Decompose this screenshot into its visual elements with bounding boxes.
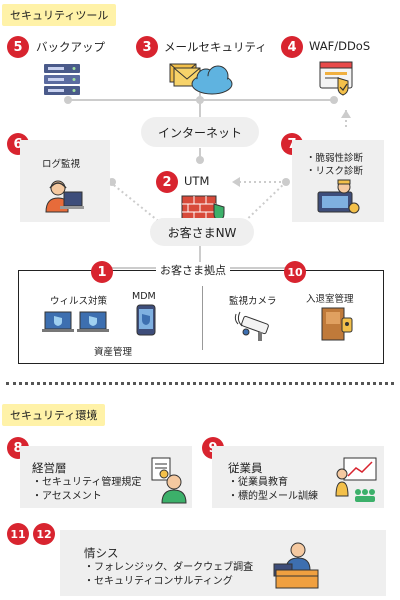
diagnosis-item-0: ・脆弱性診断 <box>306 153 364 164</box>
badge-10: 10 <box>284 261 306 283</box>
employee-title: 従業員 <box>228 461 263 475</box>
section-separator <box>6 382 394 385</box>
badge-5: 5 <box>7 36 29 58</box>
utm-label: UTM <box>184 174 210 188</box>
it-panel <box>60 530 386 596</box>
badge-2: 2 <box>156 171 178 193</box>
browser-shield-icon <box>319 61 353 96</box>
internet-node: インターネット <box>141 117 259 147</box>
section-tag-tools: セキュリティツール <box>2 4 117 26</box>
door-access-icon <box>321 307 353 341</box>
customer-site-title: お客さま拠点 <box>156 262 230 278</box>
firewall-icon <box>181 195 225 222</box>
executive-icon <box>151 457 187 504</box>
mdm-label: MDM <box>132 291 156 302</box>
employee-item-0: ・従業員教育 <box>228 477 288 488</box>
laptops-icon <box>42 311 109 332</box>
badge-11: 11 <box>7 523 29 545</box>
asset-label: 資産管理 <box>94 347 133 358</box>
section-tag-env: セキュリティ環境 <box>2 404 106 426</box>
training-icon <box>335 457 377 502</box>
management-item-0: ・セキュリティ管理規定 <box>32 477 142 488</box>
access-label: 入退室管理 <box>306 294 354 305</box>
waf-label: WAF/DDoS <box>309 39 371 53</box>
it-staff-icon <box>273 542 319 589</box>
employee-item-1: ・標的型メール訓練 <box>228 491 318 502</box>
badge-4: 4 <box>281 36 303 58</box>
badge-3: 3 <box>136 36 158 58</box>
operator-laptop-icon <box>45 180 84 213</box>
mail-cloud-icon <box>169 63 233 95</box>
antivirus-label: ウィルス対策 <box>50 296 108 307</box>
log-monitor-label: ログ監視 <box>42 159 81 170</box>
mail-security-label: メールセキュリティ <box>164 40 267 54</box>
management-title: 経営層 <box>32 461 67 475</box>
backup-label: バックアップ <box>36 40 105 54</box>
camera-label: 監視カメラ <box>229 296 277 307</box>
it-title: 情シス <box>84 546 119 560</box>
management-item-1: ・アセスメント <box>32 491 102 502</box>
it-item-0: ・フォレンジック、ダークウェブ調査 <box>84 562 254 573</box>
it-item-1: ・セキュリティコンサルティング <box>84 576 233 587</box>
server-icon <box>44 64 80 95</box>
diagnosis-icon <box>317 179 360 214</box>
badge-1: 1 <box>91 261 113 283</box>
smartphone-icon <box>136 304 156 336</box>
diagnosis-item-1: ・リスク診断 <box>306 166 364 177</box>
customer-nw-node: お客さまNW <box>150 218 254 246</box>
site-divider <box>202 286 203 350</box>
camera-icon <box>234 311 269 341</box>
badge-12: 12 <box>33 523 55 545</box>
